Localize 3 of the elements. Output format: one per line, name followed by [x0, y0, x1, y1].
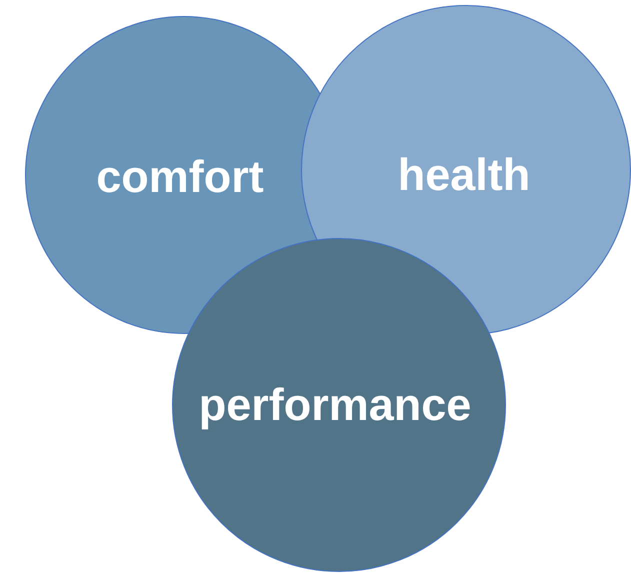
circle-label: comfort: [96, 151, 264, 203]
circle-label: health: [398, 149, 530, 201]
circle-label: performance: [198, 379, 472, 431]
